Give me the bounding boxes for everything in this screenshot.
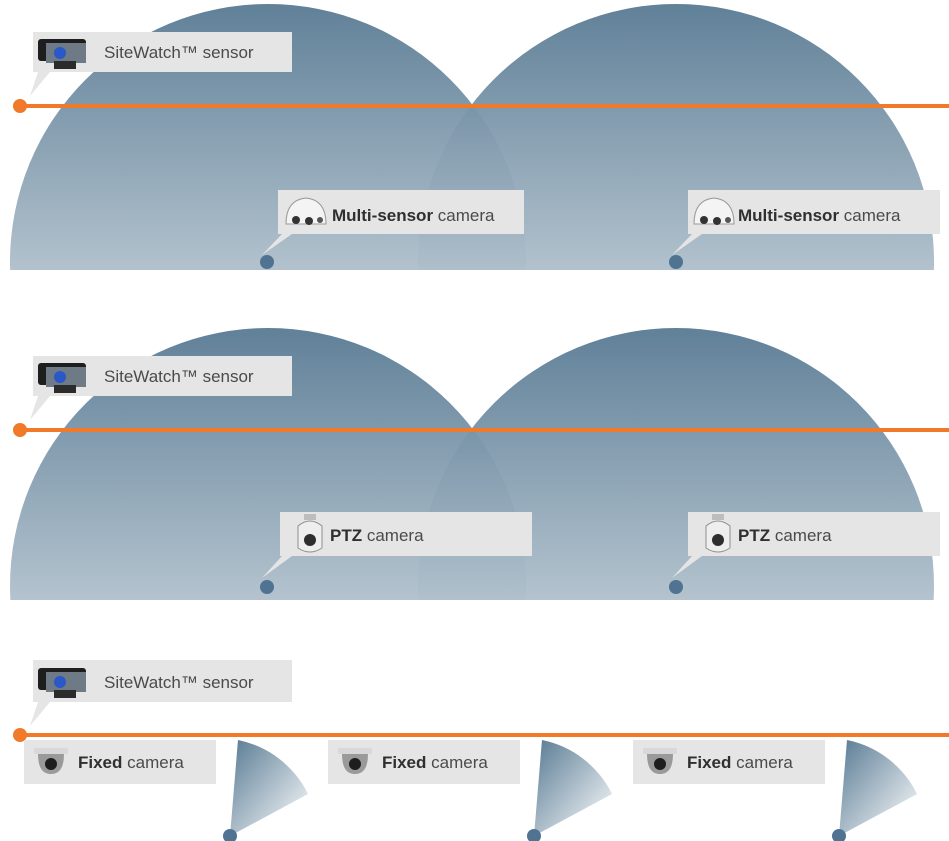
camera-node-left (260, 255, 274, 269)
sensor-node (13, 423, 27, 437)
camera-label: Fixed camera (78, 753, 184, 772)
camera-label: Multi-sensor camera (738, 206, 901, 225)
sensor-label: SiteWatch™ sensor (104, 43, 254, 62)
sensor-node (13, 99, 27, 113)
sitewatch-sensor-icon (38, 363, 86, 393)
camera-node-left (260, 580, 274, 594)
coverage-wedge-1 (230, 740, 308, 836)
row-2-ptz: SiteWatch™ sensor PTZ camera PTZ camera (10, 328, 949, 600)
camera-label: PTZ camera (738, 526, 832, 545)
sensor-callout: SiteWatch™ sensor (30, 660, 292, 726)
camera-callout-left: PTZ camera (262, 512, 532, 578)
camera-callout-3: Fixed camera (633, 740, 825, 784)
sensor-node (13, 728, 27, 742)
ptz-camera-icon (705, 514, 731, 553)
camera-label: Multi-sensor camera (332, 206, 495, 225)
camera-callout-2: Fixed camera (328, 740, 520, 784)
camera-node-right (669, 580, 683, 594)
multi-sensor-camera-icon (285, 197, 327, 225)
camera-callout-right: Multi-sensor camera (672, 190, 940, 255)
camera-label: Fixed camera (382, 753, 488, 772)
camera-callout-1: Fixed camera (24, 740, 216, 784)
sitewatch-sensor-icon (38, 39, 86, 69)
sensor-callout: SiteWatch™ sensor (30, 32, 292, 96)
fixed-camera-icon (643, 748, 677, 774)
camera-label: Fixed camera (687, 753, 793, 772)
fixed-camera-icon (34, 748, 68, 774)
multi-sensor-camera-icon (693, 197, 735, 225)
ptz-camera-icon (297, 514, 323, 553)
camera-node-2 (527, 829, 541, 841)
camera-node-1 (223, 829, 237, 841)
sensor-label: SiteWatch™ sensor (104, 367, 254, 386)
camera-node-3 (832, 829, 846, 841)
fixed-camera-icon (338, 748, 372, 774)
camera-label: PTZ camera (330, 526, 424, 545)
camera-callout-left: Multi-sensor camera (262, 190, 524, 255)
coverage-wedge-2 (534, 740, 612, 836)
sensor-callout: SiteWatch™ sensor (30, 356, 292, 420)
camera-callout-right: PTZ camera (672, 512, 940, 578)
row-1-multi-sensor: SiteWatch™ sensor Multi-sensor camera Mu… (10, 4, 949, 270)
coverage-wedge-3 (839, 740, 917, 836)
row-3-fixed: SiteWatch™ sensor Fixed camera Fixed cam… (13, 660, 949, 841)
sitewatch-sensor-icon (38, 668, 86, 698)
sensor-label: SiteWatch™ sensor (104, 673, 254, 692)
camera-node-right (669, 255, 683, 269)
